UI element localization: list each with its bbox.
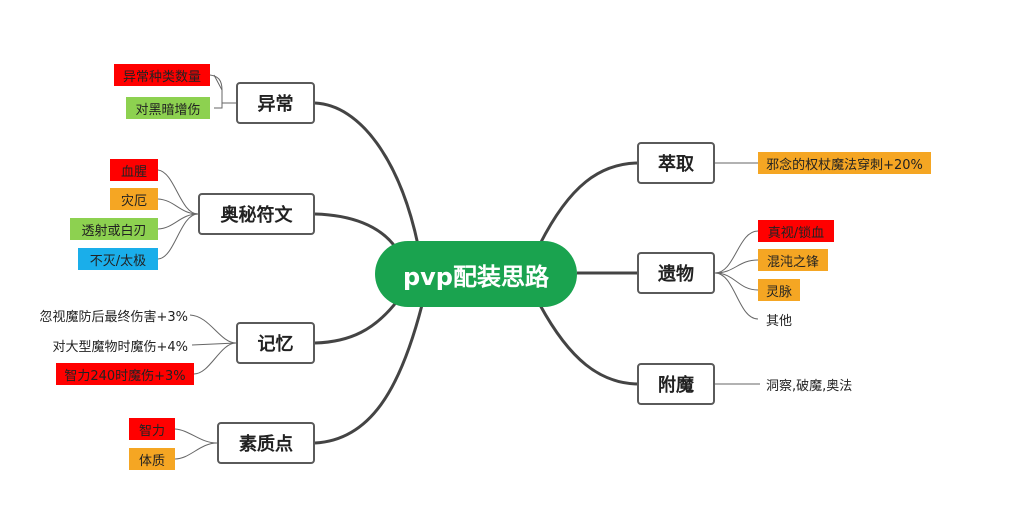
leaf-jiyi-2[interactable]: 对大型魔物时魔伤+4%: [52, 339, 188, 355]
link-yichang: [314, 101, 420, 246]
leaf-suzhi-1[interactable]: 智力: [129, 418, 175, 440]
leaf-yiwu-3[interactable]: 灵脉: [758, 279, 800, 301]
leaf-yiwu-2[interactable]: 混沌之锋: [758, 249, 828, 271]
link-aomi: [314, 212, 398, 249]
node-jiyi[interactable]: 记忆: [236, 322, 315, 364]
leaf-jiyi-1[interactable]: 忽视魔防后最终伤害+3%: [39, 309, 188, 325]
leaf-yiwu-1[interactable]: 真视/锁血: [758, 220, 834, 242]
node-suzhi[interactable]: 素质点: [217, 422, 315, 464]
leaf-aomi-1[interactable]: 血腥: [110, 159, 158, 181]
link-jiyi: [314, 299, 400, 345]
leaf-aomi-4[interactable]: 不灭/太极: [78, 248, 158, 270]
leaf-aomi-3[interactable]: 透射或白刃: [70, 218, 158, 240]
node-cuiqu[interactable]: 萃取: [637, 142, 715, 184]
leaf-suzhi-2[interactable]: 体质: [129, 448, 175, 470]
leaf-yichang-1[interactable]: 异常种类数量: [114, 64, 210, 86]
leaf-cuiqu-1[interactable]: 邪念的权杖魔法穿刺+20%: [758, 152, 931, 174]
link-suzhi: [314, 304, 424, 445]
node-yiwu[interactable]: 遗物: [637, 252, 715, 294]
central-topic[interactable]: pvp配装思路: [375, 241, 577, 307]
leaf-jiyi-3[interactable]: 智力240时魔伤+3%: [56, 363, 194, 385]
node-yichang[interactable]: 异常: [236, 82, 315, 124]
node-aomi-fuwen[interactable]: 奥秘符文: [198, 193, 315, 235]
leaf-yiwu-4[interactable]: 其他: [766, 313, 793, 329]
link-cuiqu: [538, 161, 638, 245]
leaf-fumo-1[interactable]: 洞察,破魔,奥法: [766, 378, 853, 394]
leaf-yichang-2[interactable]: 对黑暗增伤: [126, 97, 210, 119]
node-fumo[interactable]: 附魔: [637, 363, 715, 405]
link-fumo: [538, 304, 638, 386]
leaf-aomi-2[interactable]: 灾厄: [110, 188, 158, 210]
